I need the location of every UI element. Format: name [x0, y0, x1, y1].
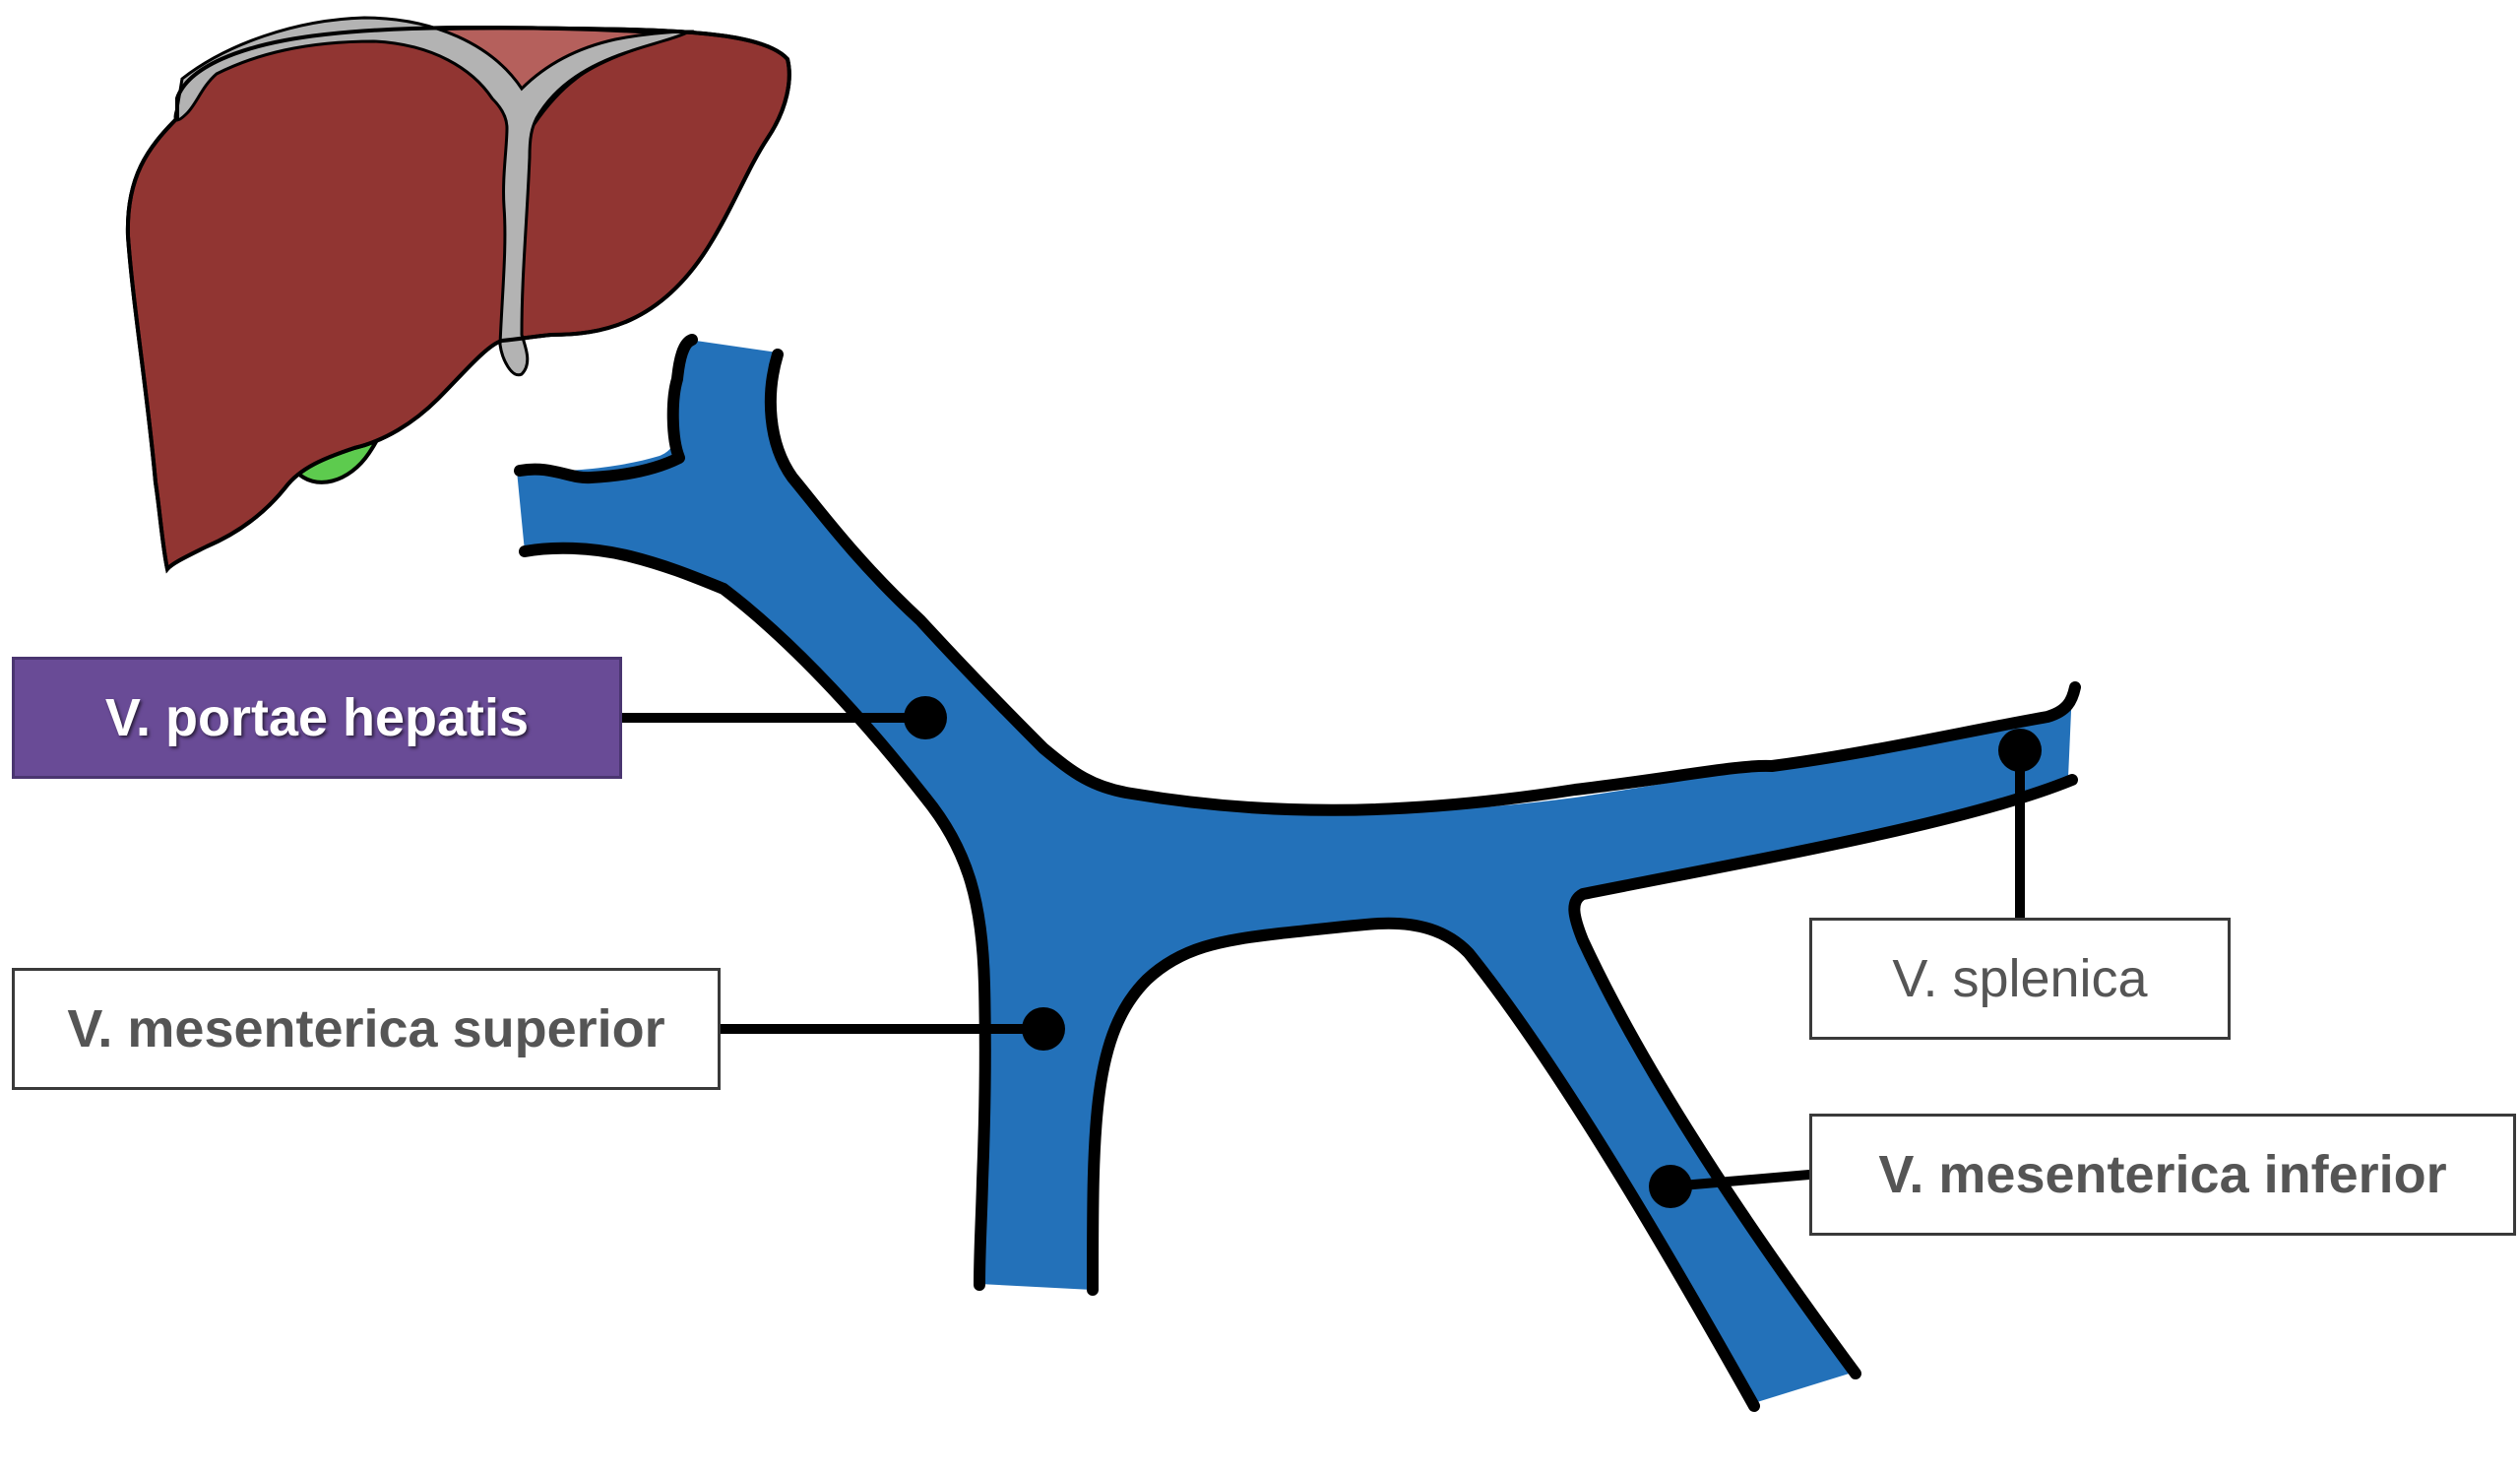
vein-wall-top-left: [514, 334, 698, 484]
vein-wall-bottom-inner: [1087, 917, 1760, 1412]
marker-splenica: [1998, 729, 2042, 772]
marker-dots: [904, 696, 2042, 1208]
marker-mesenterica-inferior: [1649, 1165, 1692, 1208]
label-v-splenica[interactable]: V. splenica: [1809, 918, 2231, 1040]
vein-wall-bottom-left: [519, 542, 991, 1291]
label-v-portae-hepatis[interactable]: V. portae hepatis: [12, 657, 622, 779]
leader-mesenterica-inferior: [1666, 1170, 1814, 1191]
liver-outline: [125, 25, 791, 574]
liver: [125, 16, 791, 574]
portal-venous-system: [514, 334, 2081, 1412]
vein-shape: [517, 340, 2072, 1402]
leader-lines: [617, 713, 2025, 1191]
falciform-ligament: [173, 16, 695, 377]
vein-wall-top-right: [764, 349, 2081, 816]
vein-wall-lower-right: [1568, 774, 2078, 1379]
marker-portae: [904, 696, 947, 739]
label-v-mesenterica-inferior[interactable]: V. mesenterica inferior: [1809, 1114, 2516, 1236]
label-v-mesenterica-superior[interactable]: V. mesenterica superior: [12, 968, 721, 1090]
marker-mesenterica-superior: [1022, 1007, 1065, 1051]
